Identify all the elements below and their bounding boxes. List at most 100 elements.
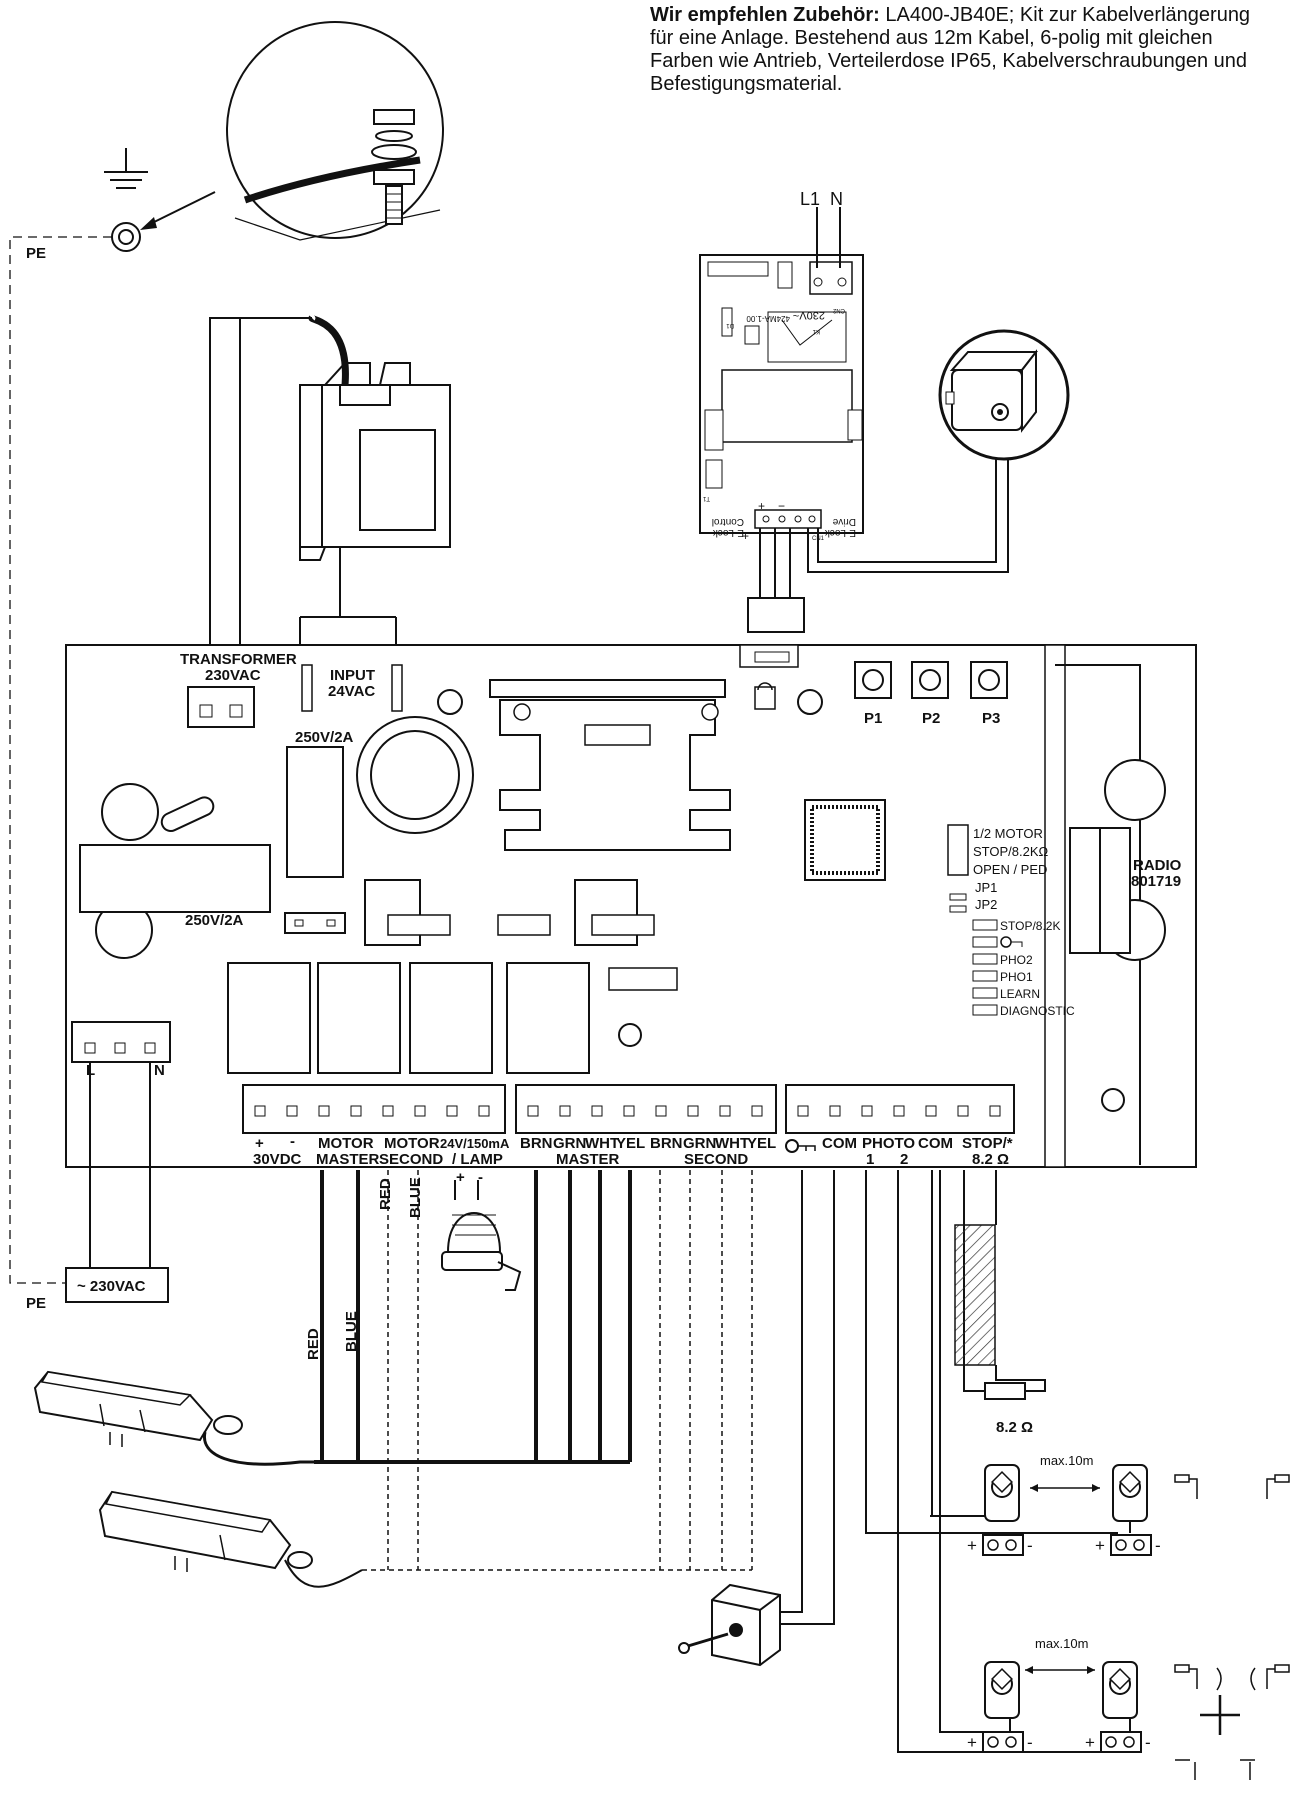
term-master-label: MASTER (556, 1151, 620, 1168)
mains-n-label: N (830, 189, 843, 209)
terminal-screw (751, 1105, 763, 1117)
terminal-screw (446, 1105, 458, 1117)
button-p3-label: P3 (982, 710, 1000, 727)
wire-photo-power-1 (930, 1501, 1131, 1533)
gate-motor-second-icon (98, 1490, 363, 1588)
terminal-screw (719, 1105, 731, 1117)
wire-photo-1 (865, 1170, 1118, 1534)
term-motor-master-1: MOTOR (318, 1135, 374, 1152)
lock-plus-label: + (758, 499, 765, 513)
photocell-screw-b-1 (1133, 1539, 1145, 1551)
terminal-screws (254, 1105, 1001, 1117)
terminal-screw (957, 1105, 969, 1117)
terminal-l-label: L (86, 1062, 95, 1079)
plus-icon (1200, 1695, 1240, 1735)
lock-model-label: 424MA-1.00 (746, 314, 790, 323)
button-p1-label: P1 (864, 710, 882, 727)
term-lamp-plus: + (456, 1169, 465, 1186)
electric-lock-icon (938, 329, 1070, 461)
gate-leaf-icon-2 (1174, 1664, 1190, 1673)
lock-cn2-label: CN2 (832, 307, 845, 313)
ground-detail (226, 21, 444, 241)
terminal-screw (655, 1105, 667, 1117)
terminal-screw (893, 1105, 905, 1117)
radio-model-label: 801719 (1131, 873, 1181, 890)
led-pho1-label: PHO1 (1000, 970, 1033, 984)
terminal-screw (318, 1105, 330, 1117)
term-motor-second-2: SECOND (379, 1151, 443, 1168)
photocell-screw-a-2 (987, 1736, 999, 1748)
note-line-2: für eine Anlage. Bestehend aus 12m Kabel… (650, 27, 1213, 49)
gate-post-icon-1 (1266, 1478, 1275, 1499)
arrowhead-left-0 (1030, 1484, 1038, 1492)
wire-keyswitch-a (780, 1170, 803, 1613)
lock-voltage-label: 230V~ (793, 309, 825, 321)
fuse-left-label: 250V/2A (185, 912, 244, 929)
resistor-icon (984, 1382, 1026, 1400)
photocell-screw-b-3 (1123, 1736, 1135, 1748)
pe-label: PE (26, 245, 46, 262)
ground-symbol-icon (104, 148, 216, 252)
transformer-label: TRANSFORMER (180, 651, 297, 668)
electric-lock-module (699, 207, 1009, 633)
terminal-n-label: N (154, 1062, 165, 1079)
photocell-screw-b-0 (1005, 1539, 1017, 1551)
term-master-wht: WHT (585, 1135, 619, 1152)
terminal-screw (861, 1105, 873, 1117)
key-switch-symbol-icon (785, 1139, 816, 1153)
lock-drive-label-2: Drive (832, 516, 856, 527)
lock-minus-label: − (778, 499, 785, 513)
lock-cn1-label: CN1 (812, 536, 825, 542)
arrowhead-right-0 (1092, 1484, 1100, 1492)
photocell-screw-b-2 (1005, 1736, 1017, 1748)
led-stop-label: STOP/8.2K (1000, 919, 1060, 933)
photocell-screw-a-0 (987, 1539, 999, 1551)
term-second-label: SECOND (684, 1151, 748, 1168)
terminal-screw (829, 1105, 841, 1117)
pe-label-bottom: PE (26, 1295, 46, 1312)
wire-stop-b (995, 1170, 1046, 1392)
term-photo-1-label: 1 (866, 1151, 874, 1168)
gate-post-icon-2 (1189, 1668, 1198, 1689)
term-motor-second-1: MOTOR (384, 1135, 440, 1152)
terminal-screw (478, 1105, 490, 1117)
gate-leaf-icon-1 (1274, 1474, 1290, 1483)
term-second-grn: GRN (683, 1135, 716, 1152)
photocell-plus-2: + (967, 1733, 977, 1752)
photocell-minus-0: - (1027, 1536, 1033, 1555)
terminal-screw (559, 1105, 571, 1117)
arrowhead-right-1 (1087, 1666, 1095, 1674)
photocells: +-+-+-+- (967, 1464, 1290, 1780)
input-voltage-label: 24VAC (328, 683, 375, 700)
terminal-screw (623, 1105, 635, 1117)
photocell-distance-2: max.10m (1035, 1636, 1088, 1651)
led-diagnostic-label: DIAGNOSTIC (1000, 1004, 1075, 1018)
term-motor-master-2: MASTER (316, 1151, 380, 1168)
wire-keyswitch-b (780, 1170, 835, 1625)
term-stop-label: STOP/* (962, 1135, 1013, 1152)
jumper-1-label: 1/2 MOTOR (973, 826, 1043, 841)
terminal-screw (254, 1105, 266, 1117)
key-switch-icon (678, 1583, 781, 1667)
term-second-brn: BRN (650, 1135, 683, 1152)
gate-leaf-icon-3 (1274, 1664, 1290, 1673)
lock-plus-left-label: + (742, 529, 749, 543)
terminal-screw (382, 1105, 394, 1117)
control-board (65, 644, 1197, 1168)
term-stop-ohm-label: 8.2 Ω (972, 1151, 1009, 1168)
photocell-plus-3: + (1085, 1733, 1095, 1752)
photocell-screw-a-3 (1105, 1736, 1117, 1748)
term-lamp-2: / LAMP (452, 1151, 503, 1168)
term-com1-label: COM (822, 1135, 857, 1152)
transformer (209, 314, 451, 695)
led-pho2-label: PHO2 (1000, 953, 1033, 967)
note-heading: Wir empfehlen Zubehör: (650, 4, 880, 26)
wire-blue-label-1: BLUE (407, 1177, 424, 1218)
terminal-screw (591, 1105, 603, 1117)
wire-blue-label-2: BLUE (343, 1311, 360, 1352)
resistor-label: 8.2 Ω (996, 1419, 1033, 1436)
mains-supply-label: ~ 230VAC (77, 1278, 146, 1295)
term-plus-label: + (255, 1135, 264, 1152)
photocell-mark-1 (1119, 1471, 1141, 1493)
